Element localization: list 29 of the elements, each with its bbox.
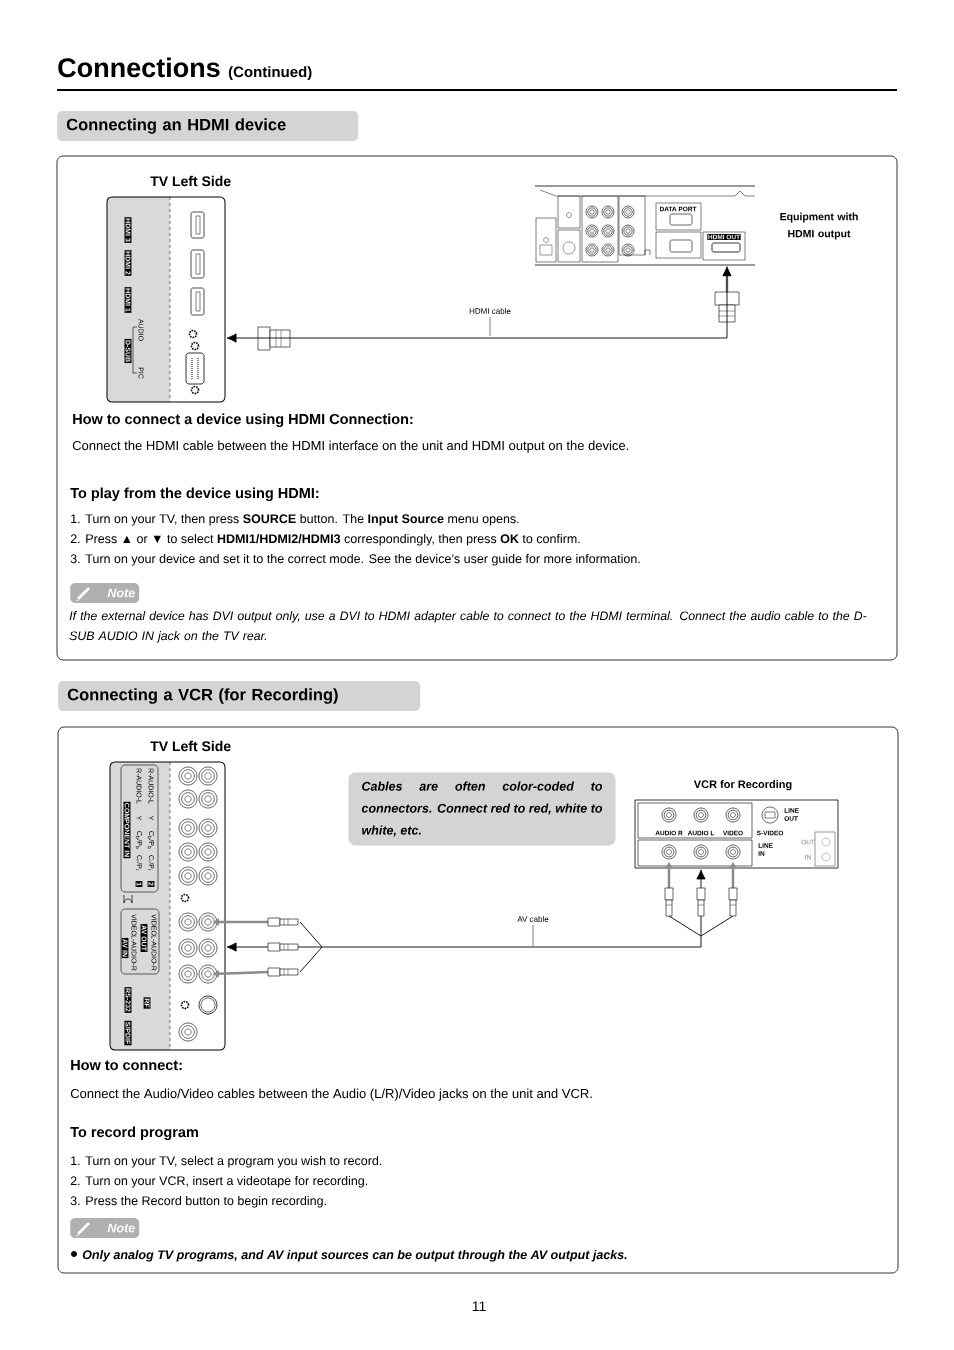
section-heading: To record program: [70, 1126, 198, 1141]
panel-heading: TV Left Side: [150, 175, 231, 187]
page-title: Connections: [58, 57, 220, 78]
bullet-note: Only analog TV programs, and AV input sources can be output through the AV output jacks.: [71, 1249, 627, 1262]
section-heading: How to connect:: [71, 1060, 182, 1071]
note-badge: Note: [70, 583, 140, 603]
list-item: 1. Turn on your TV, then press SOURCE button. The Input Source menu opens.: [71, 513, 519, 526]
device-caption: Equipment with HDMI output: [780, 212, 858, 240]
list-item: 2. Turn on your VCR, insert a videotape for recording.: [70, 1175, 368, 1188]
section-banner: Connecting an HDMI device: [57, 111, 359, 141]
title-suffix: (Continued): [228, 66, 312, 81]
page-number: 11: [472, 1301, 486, 1311]
list-item: 3. Press the Record button to begin recording.: [70, 1195, 326, 1208]
list-item: 3. Turn on your device and set it to the correct mode. See the device’s user guide for more information.: [70, 553, 640, 566]
cable-arrow: [226, 869, 706, 952]
cable-arrow: [226, 266, 732, 343]
note-badge: Note: [70, 1218, 140, 1238]
edge-label: AV cable: [516, 915, 550, 947]
list-item: 1. Turn on your TV, select a program you wish to record.: [71, 1155, 382, 1168]
list-item: 2. Press ▲ or ▼ to select HDMI1/HDMI2/HDMI3 correspondingly, then press OK to confirm.: [70, 533, 580, 546]
callout-box: Cables are often color-coded to connectors. Connect red to red, white to white, etc.: [348, 772, 616, 846]
device-caption: VCR for Recording: [693, 780, 792, 791]
section-banner: Connecting a VCR (for Recording): [58, 681, 421, 711]
body-text: Connect the Audio/Video cables between the Audio (L/R)/Video jacks on the unit and VCR.: [70, 1088, 592, 1101]
note-text: If the external device has DVI output only, use a DVI to HDMI adapter cable to connect to the HDMI terminal. Connect the audio cable to the D-SUB AUDIO IN jack on the TV rear.: [69, 611, 867, 643]
panel-heading: TV Left Side: [150, 740, 231, 752]
body-text: Connect the HDMI cable between the HDMI interface on the unit and HDMI output on the device.: [72, 440, 629, 453]
edge-label: HDMI cable: [468, 307, 512, 337]
section-heading: To play from the device using HDMI:: [70, 487, 319, 502]
